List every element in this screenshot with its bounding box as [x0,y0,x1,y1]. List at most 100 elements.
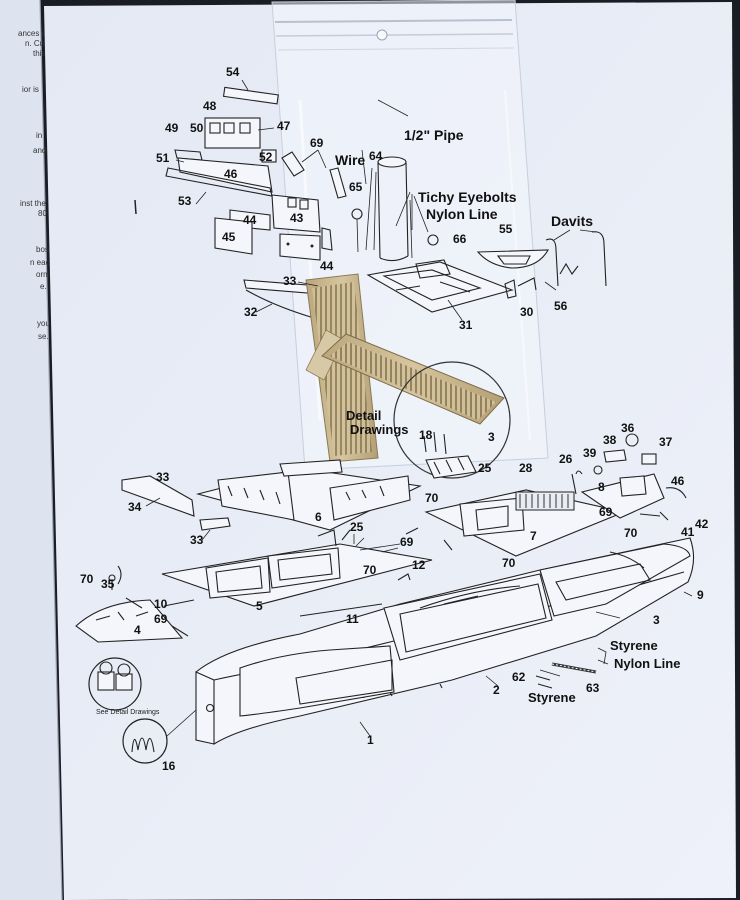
svg-text:12: 12 [412,558,426,572]
svg-text:66: 66 [453,232,467,246]
svg-text:3: 3 [653,613,660,627]
svg-text:42: 42 [695,517,709,531]
pipe-label: 1/2" Pipe [404,127,464,143]
svg-text:in: in [36,131,42,140]
nylon-line-top-label: Nylon Line [426,206,498,222]
svg-text:53: 53 [178,194,192,208]
svg-text:n. Cut: n. Cut [25,39,47,48]
svg-text:33: 33 [283,274,297,288]
svg-text:62: 62 [512,670,526,684]
svg-text:37: 37 [659,435,673,449]
svg-text:26: 26 [559,452,573,466]
callout-labels: 1/2" Pipe Wire Tichy Eyebolts Nylon Line… [335,127,680,705]
svg-text:70: 70 [624,526,638,540]
svg-text:70: 70 [425,491,439,505]
svg-text:69: 69 [310,136,324,150]
svg-text:9: 9 [697,588,704,602]
svg-text:41: 41 [681,525,695,539]
svg-text:46: 46 [671,474,685,488]
davits-and-lifeboat [476,229,607,291]
see-detail-label: See Detail Drawings [96,709,160,716]
svg-text:32: 32 [244,305,258,319]
brass-photoetch-frets [305,273,505,463]
svg-text:44: 44 [243,213,257,227]
svg-text:25: 25 [350,520,364,534]
svg-text:18: 18 [419,428,433,442]
svg-text:70: 70 [363,563,377,577]
svg-text:you: you [37,319,50,328]
svg-text:4: 4 [134,623,141,637]
svg-text:3: 3 [488,430,495,444]
svg-text:35: 35 [101,577,115,591]
svg-text:80: 80 [38,209,47,218]
svg-text:6: 6 [315,510,322,524]
svg-text:54: 54 [226,65,240,79]
svg-text:16: 16 [162,759,176,773]
styrene-nylon-parts [535,591,693,689]
svg-text:47: 47 [277,119,291,133]
svg-text:7: 7 [530,529,537,543]
svg-text:and: and [33,146,46,155]
svg-text:69: 69 [154,612,168,626]
superstructure-part-6 [195,459,422,531]
styrene-top-label: Styrene [610,638,658,653]
svg-text:8: 8 [598,480,605,494]
svg-text:65: 65 [349,180,363,194]
svg-text:34: 34 [128,500,142,514]
styrene-bottom-label: Styrene [528,690,576,705]
bag-detail-circle: Detail Drawings [346,361,511,479]
svg-text:25: 25 [478,461,492,475]
svg-text:70: 70 [80,572,94,586]
svg-text:boss: boss [36,245,53,254]
deck-part-7 [424,455,626,557]
svg-text:50: 50 [190,121,204,135]
svg-text:1: 1 [367,733,374,747]
aft-deck-part-4 [75,565,189,643]
svg-text:2: 2 [493,683,500,697]
svg-text:se.: se. [38,332,49,341]
svg-text:30: 30 [520,305,534,319]
svg-text:43: 43 [290,211,304,225]
left-page-text: ances of n. Cut this ior is in and inst … [18,29,54,341]
svg-text:inst the: inst the [20,199,46,208]
leader-lines [145,79,621,737]
svg-text:ances of: ances of [18,29,49,38]
svg-text:ior is: ior is [22,85,39,94]
svg-text:56: 56 [554,299,568,313]
svg-text:10: 10 [154,597,168,611]
svg-text:45: 45 [222,230,236,244]
svg-text:63: 63 [586,681,600,695]
detail-circle-16 [122,709,197,764]
eyebolts-label: Tichy Eyebolts [418,189,517,205]
deck-part-5 [161,527,453,607]
detail-label: Detail [346,408,381,423]
svg-text:n each: n each [30,258,54,267]
svg-text:31: 31 [459,318,473,332]
svg-text:orm: orm [36,270,50,279]
svg-text:38: 38 [603,433,617,447]
svg-text:33: 33 [156,470,170,484]
svg-text:55: 55 [499,222,513,236]
funnel-and-rigging-parts [351,99,439,262]
svg-text:46: 46 [224,167,238,181]
svg-text:28: 28 [519,461,533,475]
svg-text:69: 69 [400,535,414,549]
wire-label: Wire [335,152,365,168]
davits-label: Davits [551,213,593,229]
svg-text:52: 52 [259,150,273,164]
detail-circle-winch: See Detail Drawings [88,657,160,716]
cabin-parts-group [134,86,347,261]
svg-text:39: 39 [583,446,597,460]
svg-text:49: 49 [165,121,179,135]
detail-label-2: Drawings [350,422,409,437]
hull-part-3 [539,543,691,617]
small-parts [163,573,411,617]
part-number-labels: 54 48 47 50 49 51 52 46 53 69 44 43 45 4… [80,65,709,773]
svg-text:69: 69 [599,505,613,519]
svg-text:44: 44 [320,259,334,273]
hull-part-2 [383,573,553,661]
bow-deck-parts [571,433,687,521]
svg-text:11: 11 [346,612,359,626]
svg-text:70: 70 [502,556,516,570]
